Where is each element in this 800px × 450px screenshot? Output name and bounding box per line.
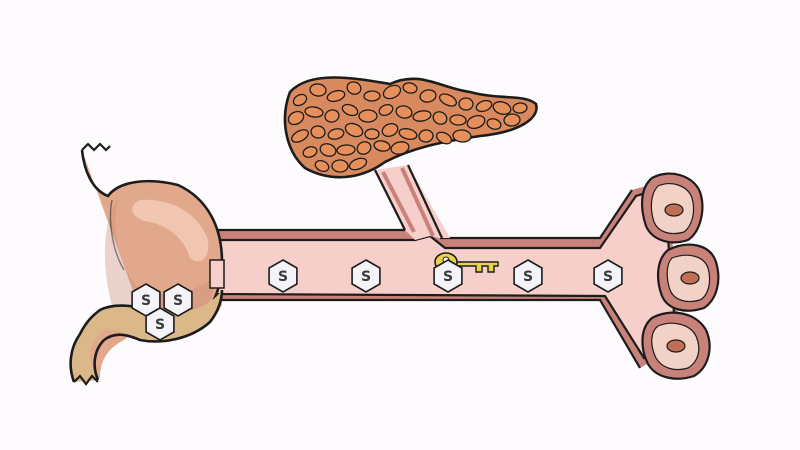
pancreas-lobule	[459, 98, 474, 111]
molecule-label: S	[443, 269, 453, 285]
molecule-label: S	[155, 317, 165, 333]
intestinal-cell	[642, 174, 702, 243]
pancreas-lobule	[364, 91, 380, 102]
molecule-label: S	[361, 269, 371, 285]
secretin-molecule: S	[269, 260, 297, 292]
molecule-label: S	[523, 269, 533, 285]
nucleus	[681, 272, 699, 284]
secretin-molecule: S	[594, 260, 622, 292]
secretin-molecule: S	[146, 308, 174, 340]
molecule-label: S	[141, 293, 151, 309]
secretin-molecule: S	[164, 284, 192, 316]
molecule-label: S	[173, 293, 183, 309]
secretin-molecule: S	[434, 260, 462, 292]
secretin-molecule: S	[514, 260, 542, 292]
stomach	[71, 144, 224, 384]
stomach-body	[73, 150, 222, 380]
pancreas-lobule	[365, 129, 379, 139]
pancreas	[285, 78, 537, 178]
molecule-label: S	[603, 269, 613, 285]
esophagus-top	[82, 144, 110, 150]
secretin-molecule: S	[352, 260, 380, 292]
pancreas-lobule	[332, 160, 348, 172]
pancreas-lobule	[450, 114, 467, 125]
intestinal-cell	[642, 313, 709, 379]
nucleus	[667, 340, 685, 352]
intestinal-cell	[658, 245, 718, 311]
molecule-label: S	[278, 269, 288, 285]
pancreatic-duct	[375, 165, 450, 240]
nucleus	[665, 204, 683, 216]
pancreas-lobule	[359, 110, 377, 122]
